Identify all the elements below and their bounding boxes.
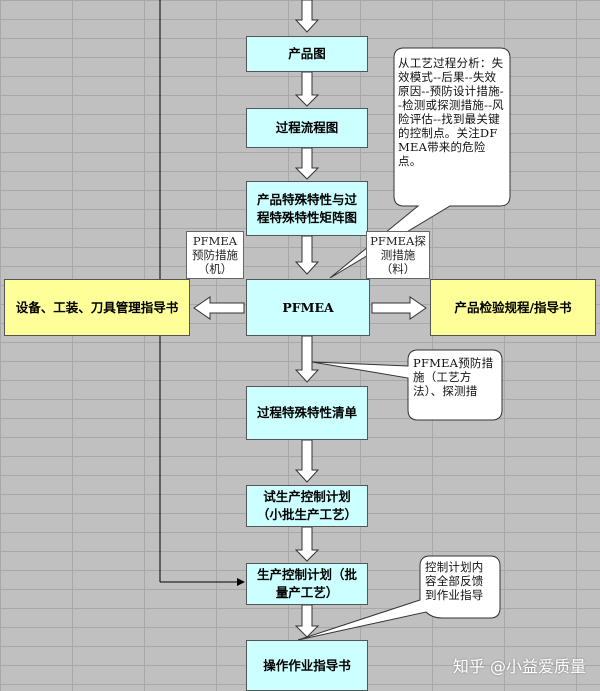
product-drawing-label: 产品图	[288, 46, 326, 61]
watermark: 知乎 @小益爱质量	[452, 657, 586, 676]
down-arrow-icon	[294, 335, 320, 383]
work-instruction-label: 操作作业指导书	[263, 657, 351, 673]
control-plan-box: 生产控制计划（批量产工艺）	[246, 563, 368, 605]
pfmea-measures-callout-content: PFMEA预防措施（工艺方法）、探测措	[413, 356, 494, 398]
pfmea-prevent-label: PFMEA预防措施（机）	[186, 231, 244, 279]
feedback-callout-content: 控制计划内容全部反馈到作业指导	[425, 560, 484, 602]
equipment-guide-label: 设备、工装、刀具管理指导书	[15, 299, 179, 315]
inspection-guide-box: 产品检验规程/指导书	[430, 279, 596, 336]
trial-control-plan-box: 试生产控制计划（小批生产工艺）	[246, 485, 368, 527]
inspection-guide-label: 产品检验规程/指导书	[454, 299, 572, 315]
pfmea-box: PFMEA	[246, 279, 370, 336]
pfmea-label: PFMEA	[282, 299, 334, 315]
pfmea-detect-label: PFMEA探测措施（料）	[366, 231, 430, 279]
special-char-list-box: 过程特殊特性清单	[246, 386, 368, 440]
pfmea-measures-callout-bubble	[311, 349, 503, 421]
down-arrow-icon	[294, 0, 320, 33]
char-matrix-box: 产品特殊特性与过程特殊特性矩阵图	[246, 181, 368, 236]
down-arrow-icon	[294, 71, 320, 107]
down-arrow-icon	[294, 604, 320, 638]
right-arrow-icon	[371, 296, 427, 320]
work-instruction-box: 操作作业指导书	[246, 640, 368, 691]
trial-control-plan-label: 试生产控制计划（小批生产工艺）	[256, 489, 357, 522]
analysis-callout-content: 从工艺过程分析：失效模式--后果--失效原因--预防设计措施--检测或探测措施-…	[398, 56, 504, 168]
pfmea-prevent-text: PFMEA预防措施（机）	[192, 234, 238, 276]
left-arrow-icon	[193, 296, 245, 320]
pfmea-measures-callout-text: PFMEA预防措施（工艺方法）、探测措	[413, 356, 497, 398]
product-drawing-box: 产品图	[246, 36, 368, 72]
control-plan-label: 生产控制计划（批量产工艺）	[256, 567, 357, 600]
pfmea-detect-text: PFMEA探测措施（料）	[370, 234, 426, 276]
char-matrix-label: 产品特殊特性与过程特殊特性矩阵图	[256, 191, 357, 225]
process-flow-box: 过程流程图	[246, 108, 368, 148]
feedback-callout-bubble	[297, 555, 501, 641]
analysis-callout-text: 从工艺过程分析：失效模式--后果--失效原因--预防设计措施--检测或探测措施-…	[398, 56, 506, 168]
feedback-callout-text: 控制计划内容全部反馈到作业指导	[425, 560, 495, 602]
down-arrow-icon	[294, 526, 320, 562]
special-char-list-label: 过程特殊特性清单	[256, 405, 357, 420]
equipment-guide-box: 设备、工装、刀具管理指导书	[4, 279, 190, 336]
down-arrow-icon	[294, 235, 320, 275]
down-arrow-icon	[294, 147, 320, 180]
down-arrow-icon	[294, 439, 320, 483]
process-flow-label: 过程流程图	[275, 120, 339, 135]
